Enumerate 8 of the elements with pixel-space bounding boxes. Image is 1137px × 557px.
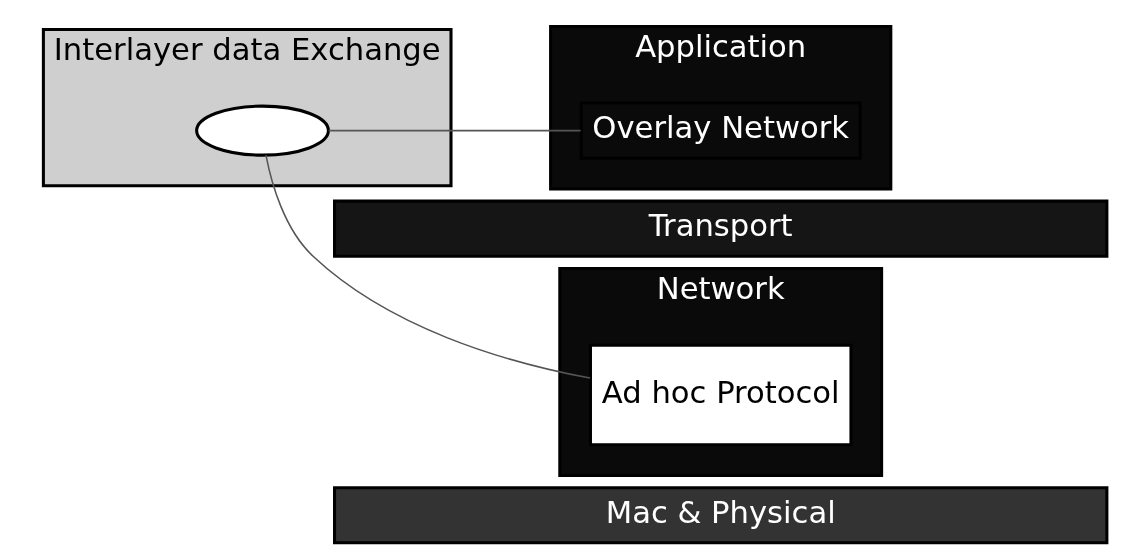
node-box: Ad hoc Protocol xyxy=(588,343,852,447)
connector xyxy=(264,154,591,379)
connector xyxy=(327,129,581,132)
node-box: Transport xyxy=(332,199,1108,258)
node-box: Mac & Physical xyxy=(332,486,1108,545)
node-ellipse xyxy=(194,104,330,157)
node-box: Overlay Network xyxy=(579,101,862,160)
cluster: Interlayer data Exchange xyxy=(41,27,453,188)
